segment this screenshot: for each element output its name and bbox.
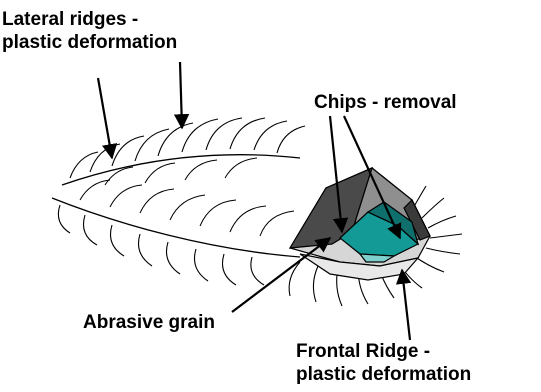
lateral-ridges-label: Lateral ridges - plastic deformation <box>2 8 177 54</box>
groove-upper-edge <box>62 155 300 185</box>
abrasive-grain-label: Abrasive grain <box>83 311 215 334</box>
lateral-ridges-label-line1: Lateral ridges - <box>2 8 177 31</box>
abrasive-grain-label-text: Abrasive grain <box>83 311 215 334</box>
frontal-ridge-label: Frontal Ridge - plastic deformation <box>296 340 471 386</box>
chips-removal-label: Chips - removal <box>314 91 457 114</box>
lateral-arrow-1 <box>98 78 112 158</box>
chips-removal-label-text: Chips - removal <box>314 91 457 114</box>
frontal-ridge-label-line2: plastic deformation <box>296 363 471 386</box>
frontal-arrow <box>402 270 410 340</box>
lateral-ridges-label-line2: plastic deformation <box>2 31 177 54</box>
lateral-arrow-2 <box>180 62 182 128</box>
groove-edges <box>52 155 300 257</box>
lateral-ridge-lower <box>58 205 264 285</box>
groove-lower-edge <box>52 198 300 257</box>
frontal-ridge-label-line1: Frontal Ridge - <box>296 340 471 363</box>
lateral-ridge-upper <box>70 118 305 178</box>
